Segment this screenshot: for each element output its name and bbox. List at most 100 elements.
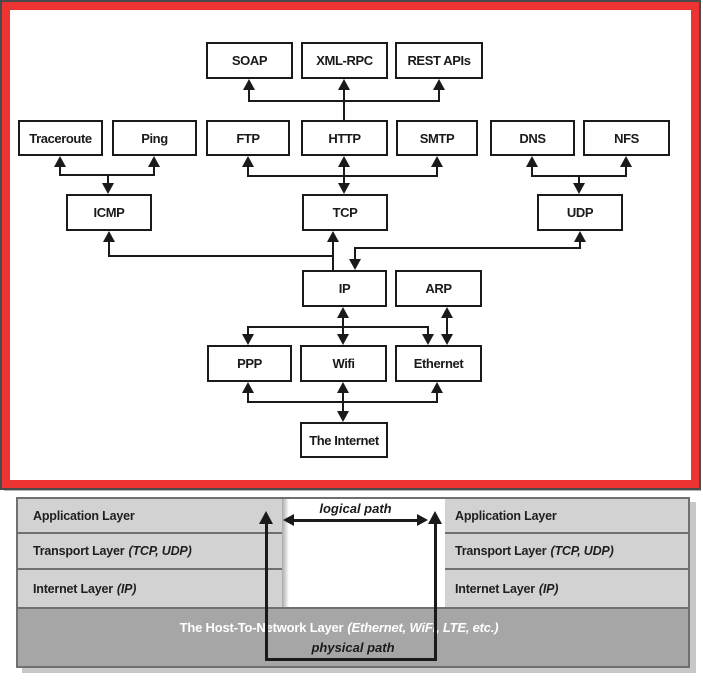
arrowhead <box>422 334 434 345</box>
node-wifi: Wifi <box>300 345 387 382</box>
line <box>108 239 110 257</box>
line <box>625 164 627 177</box>
line <box>354 247 581 249</box>
line <box>342 390 344 413</box>
arrowhead <box>337 334 349 345</box>
arrowhead <box>441 307 453 318</box>
node-nfs: NFS <box>583 120 670 156</box>
layer-application-left: Application Layer <box>18 499 282 532</box>
line <box>153 164 155 176</box>
line <box>438 88 440 102</box>
node-label: UDP <box>566 205 594 220</box>
node-xml-rpc: XML-RPC <box>301 42 388 79</box>
layer-detail: (Ethernet, WiFi, LTE, etc.) <box>347 620 499 635</box>
line <box>108 255 334 257</box>
node-label: ARP <box>425 281 452 296</box>
line <box>578 175 580 186</box>
node-label: IP <box>338 281 351 296</box>
layer-label: Application Layer <box>455 508 557 523</box>
line <box>343 88 345 120</box>
line <box>436 164 438 177</box>
gap-shadow <box>282 499 289 607</box>
layer-internet-right: Internet Layer(IP) <box>445 570 688 607</box>
node-ethernet: Ethernet <box>395 345 482 382</box>
line <box>531 164 533 177</box>
node-ftp: FTP <box>206 120 290 156</box>
node-label: Ethernet <box>413 356 464 371</box>
arrowhead <box>338 183 350 194</box>
node-arp: ARP <box>395 270 482 307</box>
arrowhead <box>431 382 443 393</box>
layer-label: Application Layer <box>33 508 135 523</box>
layer-divider <box>18 568 282 570</box>
arrowhead <box>573 183 585 194</box>
node-the-internet: The Internet <box>300 422 388 458</box>
node-ip: IP <box>302 270 387 307</box>
node-http: HTTP <box>301 120 388 156</box>
arrowhead <box>337 411 349 422</box>
line <box>247 326 249 336</box>
node-udp: UDP <box>537 194 623 231</box>
arrowhead <box>338 156 350 167</box>
arrowhead <box>103 231 115 242</box>
line <box>247 326 429 328</box>
logical-path-label: logical path <box>319 501 392 516</box>
layer-divider <box>18 532 282 534</box>
line <box>247 164 249 177</box>
arrowhead <box>327 231 339 242</box>
arrowhead <box>283 514 294 526</box>
line <box>354 247 356 261</box>
line <box>248 100 440 102</box>
layer-divider <box>445 568 688 570</box>
node-label: FTP <box>236 130 260 146</box>
node-label: DNS <box>519 130 546 146</box>
line <box>107 174 109 186</box>
line <box>248 88 250 102</box>
protocol-graph-frame <box>0 0 701 490</box>
node-label: The Internet <box>309 432 379 448</box>
arrowhead <box>148 156 160 167</box>
line <box>434 523 437 660</box>
node-soap: SOAP <box>206 42 293 79</box>
node-rest-apis: REST APIs <box>395 42 483 79</box>
node-ping: Ping <box>112 120 197 156</box>
arrowhead <box>428 511 442 524</box>
line <box>579 239 581 249</box>
physical-path-label: physical path <box>311 640 395 655</box>
layer-label: Internet Layer <box>33 581 113 596</box>
line <box>59 164 61 176</box>
line <box>332 239 334 270</box>
layer-internet-left: Internet Layer(IP) <box>18 570 282 607</box>
arrowhead <box>433 79 445 90</box>
arrowhead <box>441 334 453 345</box>
layer-transport-right: Transport Layer(TCP, UDP) <box>445 534 688 568</box>
layer-host-to-network: The Host-To-Network Layer(Ethernet, WiFi… <box>18 607 688 666</box>
line <box>446 315 448 336</box>
node-dns: DNS <box>490 120 575 156</box>
line <box>436 390 438 403</box>
arrowhead <box>337 382 349 393</box>
layer-detail: (IP) <box>538 581 559 596</box>
layer-label: The Host-To-Network Layer <box>179 620 344 635</box>
arrowhead <box>259 511 273 524</box>
arrowhead <box>349 259 361 270</box>
line <box>265 523 268 660</box>
layer-divider <box>445 532 688 534</box>
tcp-ip-stack-panel: Application Layer Transport Layer(TCP, U… <box>16 497 690 668</box>
arrowhead <box>526 156 538 167</box>
line <box>343 164 345 185</box>
node-tcp: TCP <box>302 194 388 231</box>
node-label: ICMP <box>93 205 125 220</box>
arrowhead <box>574 231 586 242</box>
node-label: TCP <box>332 205 358 220</box>
stack-left: Application Layer Transport Layer(TCP, U… <box>18 499 282 607</box>
line <box>247 175 438 177</box>
arrowhead <box>620 156 632 167</box>
arrowhead <box>242 334 254 345</box>
layer-detail: (TCP, UDP) <box>128 544 192 558</box>
node-label: NFS <box>614 130 639 146</box>
layer-detail: (IP) <box>116 581 137 596</box>
line <box>427 326 429 336</box>
node-label: REST APIs <box>407 53 471 68</box>
layer-transport-left: Transport Layer(TCP, UDP) <box>18 534 282 568</box>
